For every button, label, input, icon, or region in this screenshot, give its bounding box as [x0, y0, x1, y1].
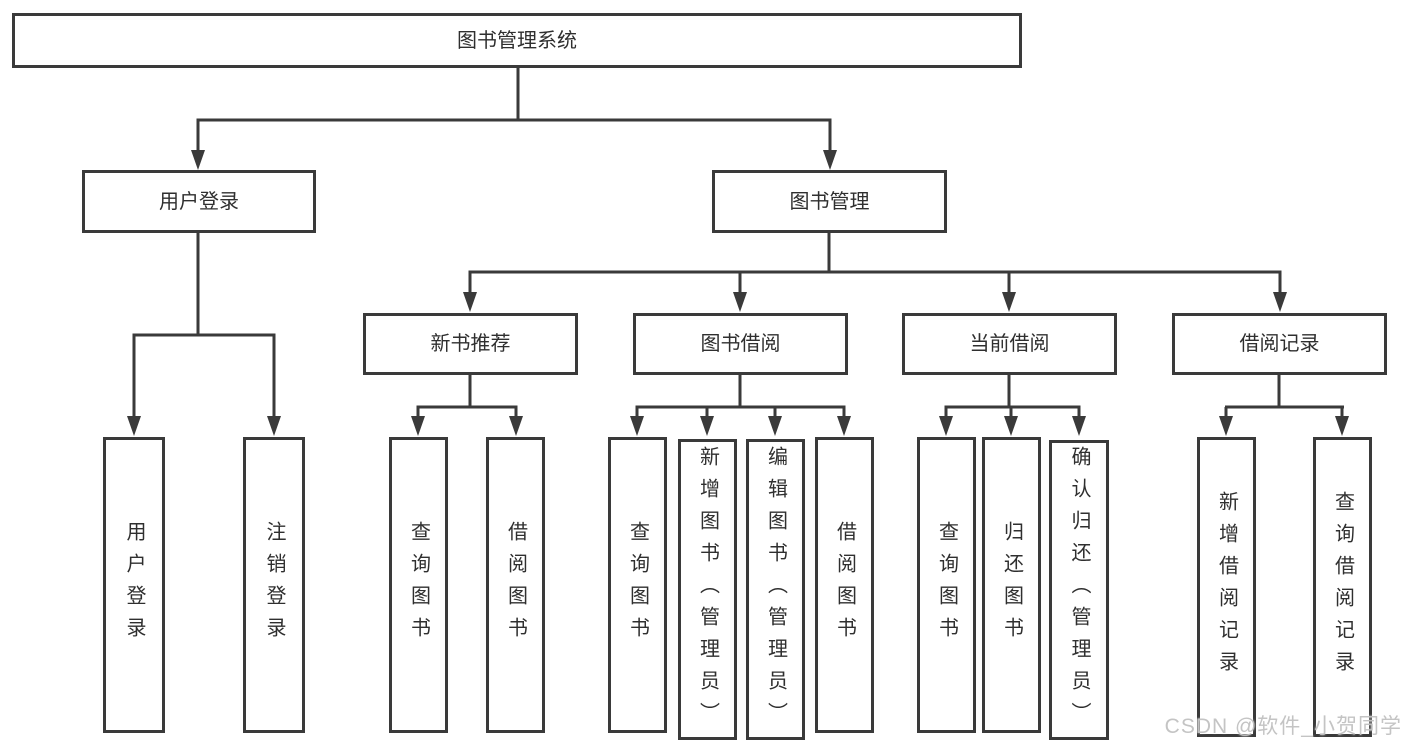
node-bb-add-book-admin: 新增图书（管理员）: [678, 439, 737, 740]
connector-root-to-level2: [191, 66, 837, 170]
node-current-borrow: 当前借阅: [902, 313, 1117, 375]
node-book-borrow: 图书借阅: [633, 313, 848, 375]
node-nbr-query-book: 查询图书: [389, 437, 448, 733]
node-root: 图书管理系统: [12, 13, 1022, 68]
node-nbr-borrow-book: 借阅图书: [486, 437, 545, 733]
node-logout: 注销登录: [243, 437, 305, 733]
node-cb-return-book: 归还图书: [982, 437, 1041, 733]
node-br-query-record: 查询借阅记录: [1313, 437, 1372, 737]
watermark: CSDN @软件_小贺同学: [1164, 715, 1402, 738]
node-book-management: 图书管理: [712, 170, 947, 233]
connector-user-login-children: [127, 233, 281, 436]
connector-current-borrow-children: [939, 375, 1086, 436]
node-bb-edit-book-admin: 编辑图书（管理员）: [746, 439, 805, 740]
node-bb-query-book: 查询图书: [608, 437, 667, 733]
node-cb-confirm-return-admin: 确认归还（管理员）: [1049, 440, 1109, 740]
node-cb-query-book: 查询图书: [917, 437, 976, 733]
connector-book-borrow-children: [630, 375, 851, 436]
node-user-login: 用户登录: [82, 170, 316, 233]
node-borrow-records: 借阅记录: [1172, 313, 1387, 375]
connector-new-book-recommend-children: [411, 375, 523, 436]
node-bb-borrow-book: 借阅图书: [815, 437, 874, 733]
connector-book-management-children: [463, 233, 1287, 312]
node-br-add-record: 新增借阅记录: [1197, 437, 1256, 737]
node-login: 用户登录: [103, 437, 165, 733]
connector-borrow-records-children: [1219, 375, 1349, 436]
node-new-book-recommend: 新书推荐: [363, 313, 578, 375]
